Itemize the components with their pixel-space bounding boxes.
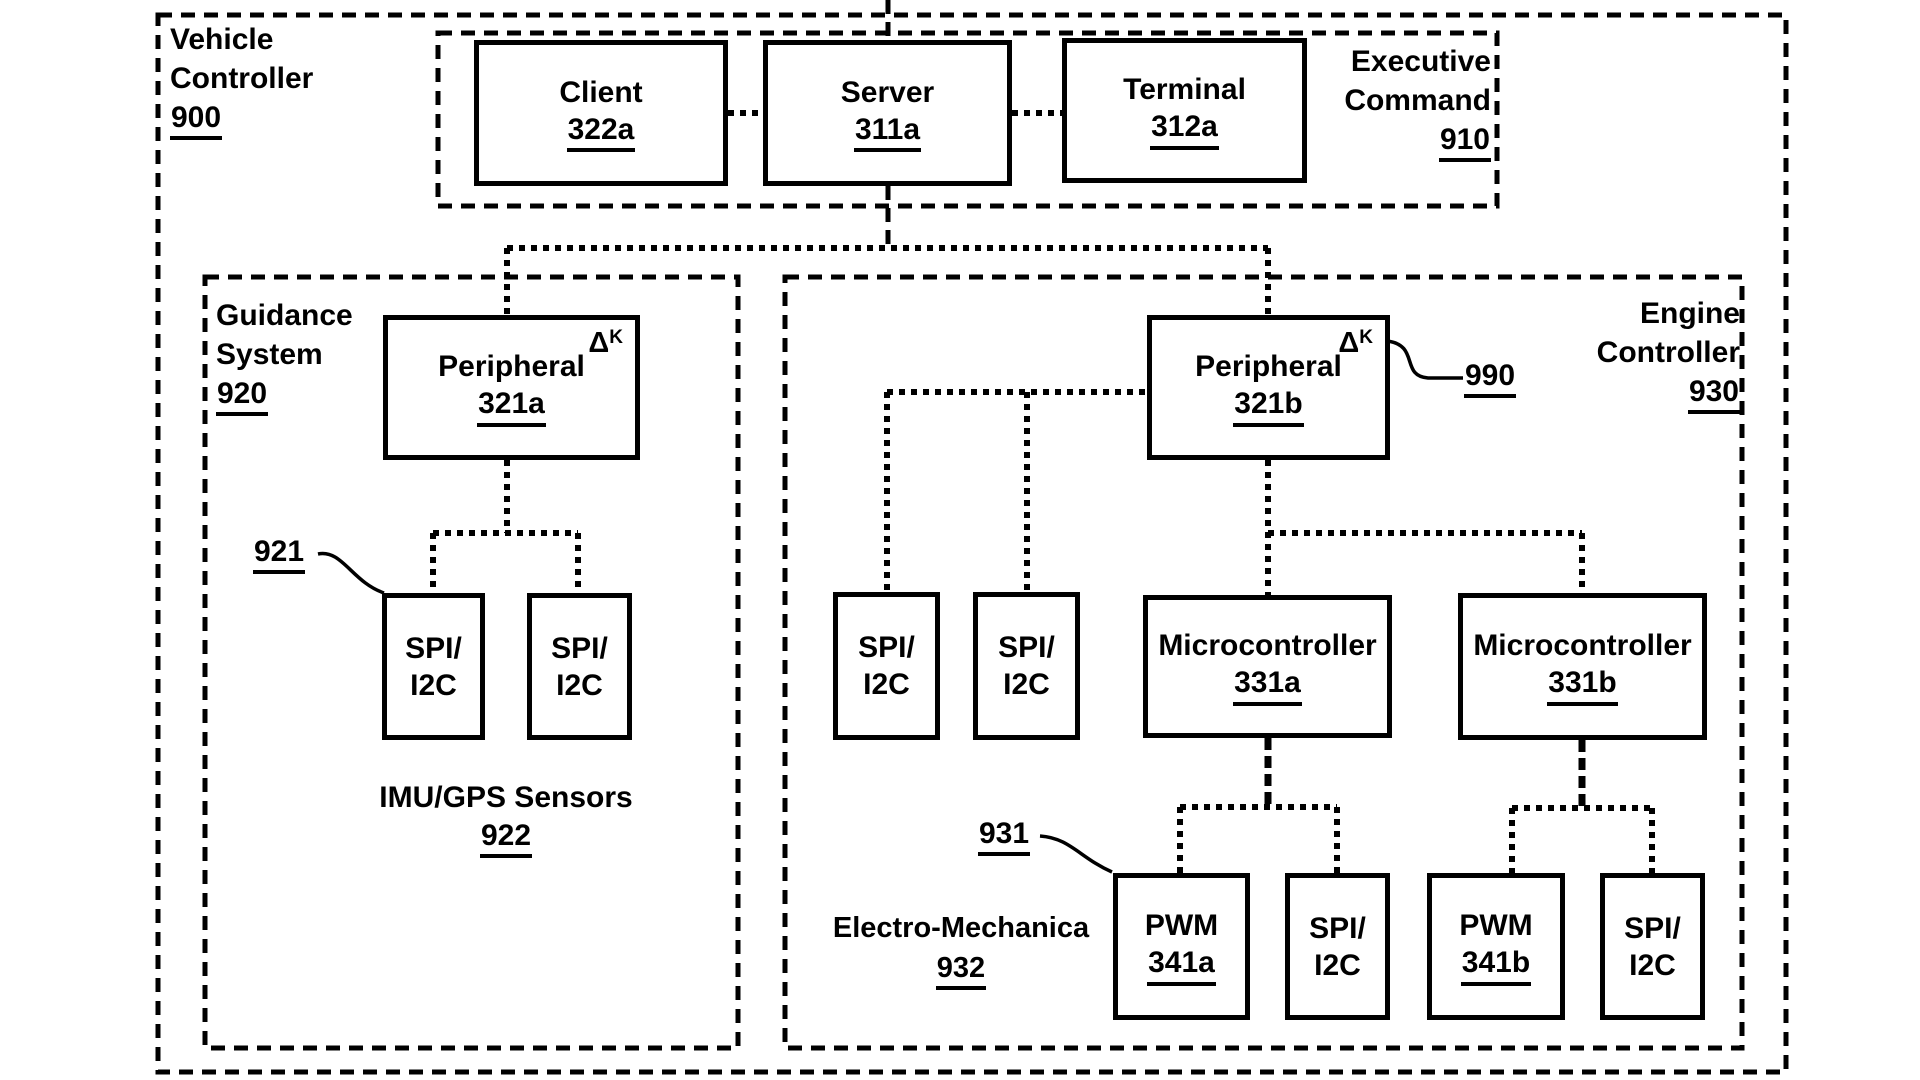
node-server: Server 311a bbox=[763, 40, 1012, 186]
section-ref: 910 bbox=[1344, 120, 1491, 163]
node-title: Peripheral bbox=[438, 350, 585, 384]
section-ref: 930 bbox=[1597, 372, 1740, 415]
node-title: Microcontroller bbox=[1158, 629, 1377, 663]
delta-k-symbol: ΔK bbox=[1338, 327, 1373, 359]
section-ref: 900 bbox=[170, 98, 313, 141]
electro-mechanical-label: Electro-Mechanica 932 bbox=[781, 908, 1141, 991]
node-title: Terminal bbox=[1123, 73, 1246, 107]
guidance-system-boundary bbox=[202, 274, 741, 1051]
engine-controller-label: Engine Controller 930 bbox=[1596, 294, 1740, 415]
node-title: SPI/ bbox=[551, 631, 608, 665]
node-title: Client bbox=[559, 75, 643, 109]
node-pwm-a: PWM 341a bbox=[1113, 873, 1250, 1020]
node-title: SPI/ bbox=[1309, 911, 1366, 945]
node-spi-i2c-e1: SPI/ I2C bbox=[833, 592, 940, 740]
vehicle-controller-boundary bbox=[155, 12, 1789, 1075]
imu-gps-sensors-label: IMU/GPS Sensors 922 bbox=[326, 779, 686, 859]
node-client: Client 322a bbox=[474, 40, 728, 186]
section-label-line: Vehicle bbox=[170, 23, 274, 56]
node-title: I2C bbox=[556, 668, 603, 702]
leader-line-931 bbox=[1039, 834, 1113, 874]
node-ref: 322a bbox=[566, 113, 636, 153]
node-ref: 311a bbox=[853, 113, 922, 153]
node-ref: 312a bbox=[1150, 110, 1219, 150]
section-label-line: Guidance bbox=[216, 299, 353, 332]
node-title: Server bbox=[840, 75, 935, 109]
node-title: SPI/ bbox=[1624, 911, 1681, 945]
node-ref: 341a bbox=[1147, 946, 1216, 986]
node-pwm-b: PWM 341b bbox=[1427, 873, 1565, 1020]
callout-990: 990 bbox=[1464, 356, 1517, 399]
node-ref: 321a bbox=[477, 387, 546, 427]
node-peripheral-b: ΔK Peripheral 321b bbox=[1147, 315, 1390, 460]
node-title: SPI/ bbox=[998, 631, 1055, 664]
vehicle-controller-label: Vehicle Controller 900 bbox=[170, 20, 314, 141]
node-ref: 331a bbox=[1233, 666, 1302, 706]
leader-line-921 bbox=[317, 551, 385, 595]
node-spi-i2c-b1: SPI/ I2C bbox=[1285, 873, 1390, 1020]
node-title: I2C bbox=[410, 668, 457, 702]
section-label-line: Controller bbox=[1596, 336, 1740, 369]
section-label-line: Executive bbox=[1350, 45, 1491, 78]
node-terminal: Terminal 312a bbox=[1062, 38, 1307, 183]
executive-command-boundary bbox=[435, 30, 1500, 209]
section-label-line: System bbox=[216, 338, 323, 371]
guidance-system-label: Guidance System 920 bbox=[216, 296, 353, 417]
node-spi-i2c-g1: SPI/ I2C bbox=[382, 593, 485, 740]
node-ref: 341b bbox=[1460, 946, 1532, 986]
node-title: PWM bbox=[1459, 909, 1533, 943]
callout-921: 921 bbox=[253, 532, 306, 575]
node-title: I2C bbox=[1003, 668, 1050, 701]
node-title: Peripheral bbox=[1195, 350, 1342, 384]
node-title: SPI/ bbox=[858, 631, 915, 664]
callout-931: 931 bbox=[978, 814, 1031, 857]
engine-controller-boundary bbox=[782, 274, 1745, 1051]
node-spi-i2c-g2: SPI/ I2C bbox=[527, 593, 632, 740]
node-title: I2C bbox=[1629, 948, 1676, 982]
executive-command-label: Executive Command 910 bbox=[1344, 42, 1491, 163]
node-title: I2C bbox=[863, 668, 910, 701]
node-ref: 321b bbox=[1233, 387, 1304, 427]
node-microcontroller-b: Microcontroller 331b bbox=[1458, 593, 1707, 740]
delta-k-symbol: ΔK bbox=[588, 327, 623, 359]
node-spi-i2c-e2: SPI/ I2C bbox=[973, 592, 1080, 740]
node-title: I2C bbox=[1314, 948, 1361, 982]
section-label-line: Engine bbox=[1639, 297, 1740, 330]
node-peripheral-a: ΔK Peripheral 321a bbox=[383, 315, 640, 460]
node-ref: 331b bbox=[1547, 666, 1618, 706]
section-ref: 920 bbox=[216, 374, 353, 417]
node-microcontroller-a: Microcontroller 331a bbox=[1143, 595, 1392, 738]
leader-line-990 bbox=[1386, 339, 1463, 380]
node-title: PWM bbox=[1144, 909, 1219, 943]
section-label-line: Command bbox=[1344, 84, 1491, 117]
node-title: Microcontroller bbox=[1473, 629, 1692, 663]
node-title: SPI/ bbox=[405, 631, 462, 665]
node-spi-i2c-b2: SPI/ I2C bbox=[1600, 873, 1705, 1020]
section-label-line: Controller bbox=[170, 62, 314, 95]
